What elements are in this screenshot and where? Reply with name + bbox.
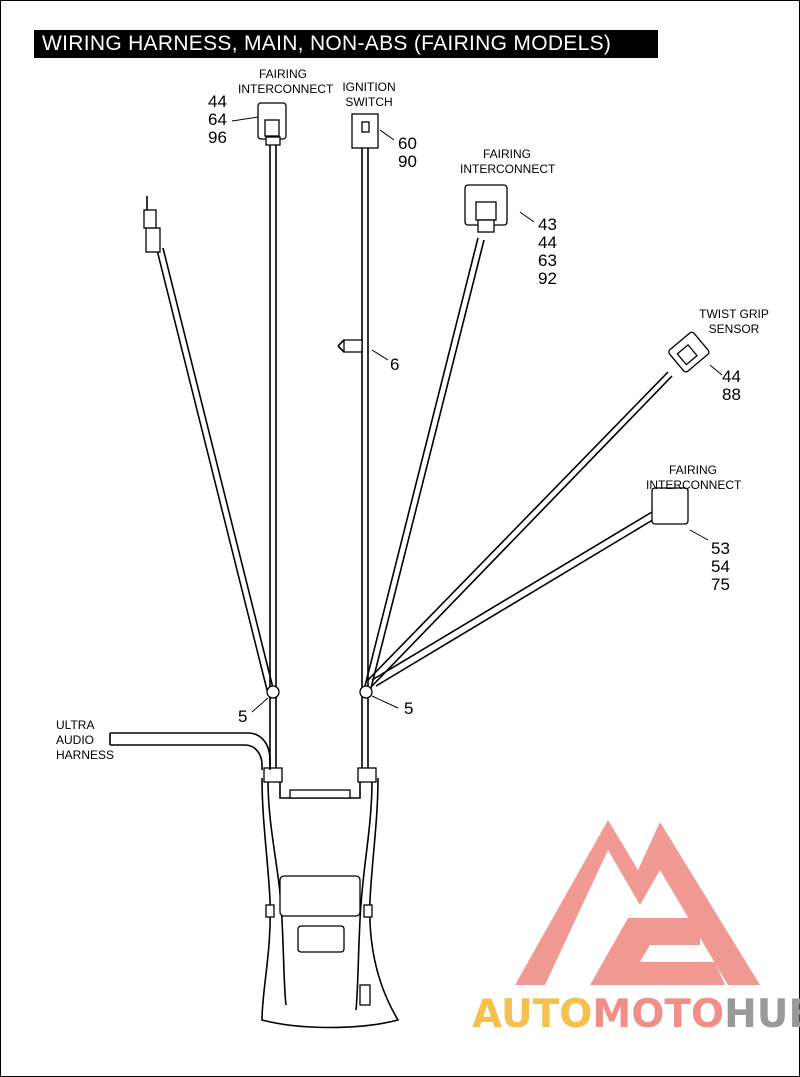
connector-fairing-interconnect-1 <box>257 102 287 146</box>
cable-strap-left <box>266 685 280 699</box>
part-cable-strap-right: 5 <box>404 699 414 718</box>
label-fairing-interconnect-2: FAIRING INTERCONNECT <box>460 147 556 176</box>
antenna-connector <box>143 196 161 253</box>
connector-twist-grip-sensor <box>668 331 710 373</box>
parts-fairing-interconnect-2: 43 44 63 92 <box>538 215 557 288</box>
connector-fairing-interconnect-2 <box>464 184 508 233</box>
harness-wires <box>109 145 673 770</box>
watermark-hub: HUB <box>724 992 800 1037</box>
label-twist-grip-sensor: TWIST GRIP SENSOR <box>699 307 769 336</box>
parts-twist-grip-sensor: 44 88 <box>722 367 741 404</box>
label-fairing-interconnect-1: FAIRING INTERCONNECT <box>238 67 334 96</box>
title-bar: WIRING HARNESS, MAIN, NON-ABS (FAIRING M… <box>34 30 658 58</box>
cable-strap-right <box>359 685 373 699</box>
harness-trunk <box>261 767 400 1029</box>
parts-ignition-switch: 60 90 <box>398 134 417 171</box>
parts-fairing-interconnect-3: 53 54 75 <box>711 539 730 594</box>
watermark-moto: MOTO <box>592 992 725 1037</box>
page-title: WIRING HARNESS, MAIN, NON-ABS (FAIRING M… <box>42 32 612 55</box>
connector-ignition-switch <box>351 113 379 149</box>
label-fairing-interconnect-3: FAIRING INTERCONNECT <box>646 463 742 492</box>
part-cable-strap-left: 5 <box>238 707 248 726</box>
parts-fairing-interconnect-1: 44 64 96 <box>208 92 227 147</box>
clip-6 <box>337 339 363 353</box>
part-clip: 6 <box>390 355 400 374</box>
watermark-auto: AUTO <box>472 992 593 1037</box>
connector-fairing-interconnect-3 <box>651 487 689 525</box>
label-ultra-audio-harness: ULTRA AUDIO HARNESS <box>56 718 115 762</box>
watermark-text: AUTOMOTOHUB <box>472 992 800 1037</box>
watermark-logo-icon <box>515 820 760 985</box>
leader-lines <box>231 116 723 713</box>
label-ignition-switch: IGNITION SWITCH <box>342 80 396 109</box>
